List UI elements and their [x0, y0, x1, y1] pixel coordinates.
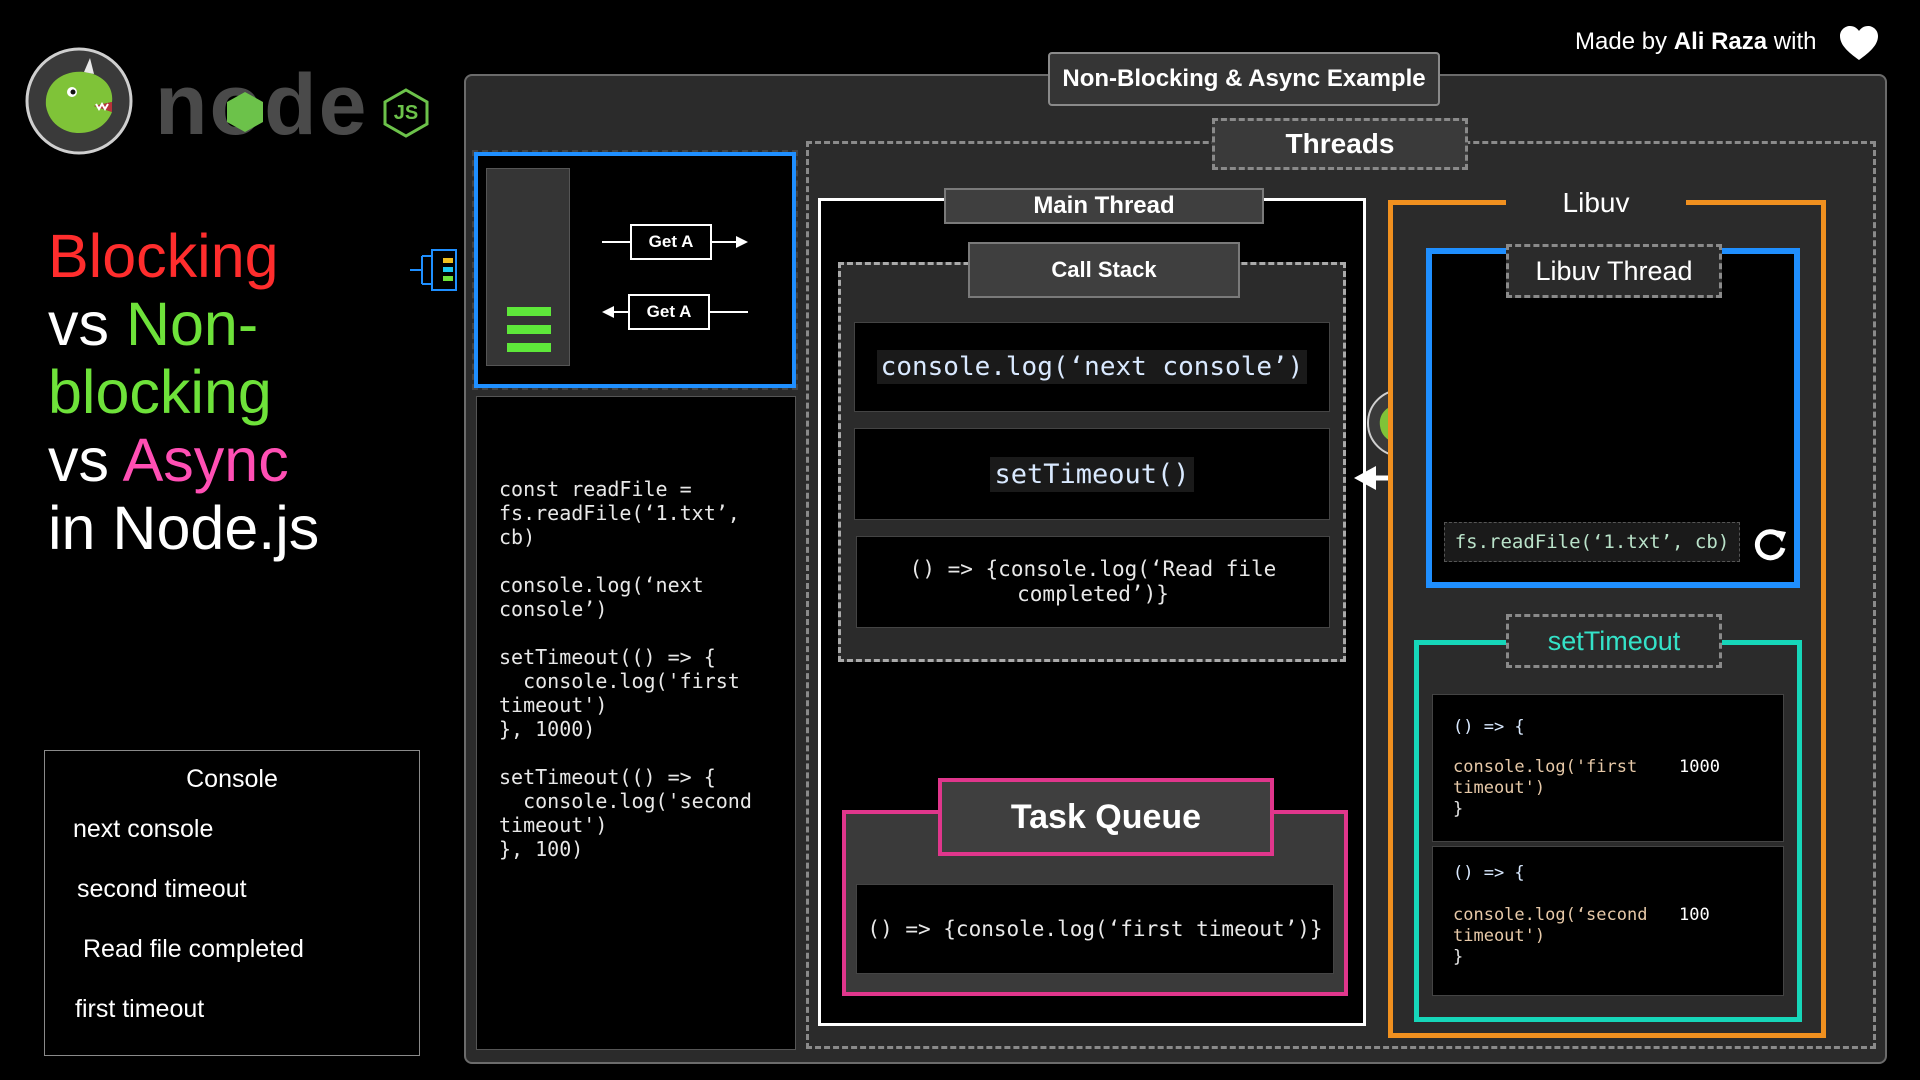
- credit-with: with: [1773, 28, 1817, 55]
- console-line: next console: [73, 815, 214, 843]
- page-title: Blocking vs Non- blocking vs Async in No…: [48, 222, 319, 562]
- dinosaur-mascot-icon: [25, 47, 133, 155]
- code-line: console’): [499, 597, 608, 621]
- code-line: timeout'): [499, 693, 608, 717]
- loop-refresh-icon: [1754, 529, 1786, 561]
- code-line: [499, 741, 752, 765]
- code-line: console.log('first: [499, 669, 740, 693]
- node-logo: node JS: [155, 60, 455, 150]
- diagram-header: Non-Blocking & Async Example: [1048, 52, 1440, 106]
- libuv-label: Libuv: [1506, 176, 1686, 230]
- thread-column: [486, 168, 570, 366]
- thread-bar-icon: [507, 307, 551, 316]
- settimeout-label: setTimeout: [1506, 614, 1722, 668]
- title-vs-1: vs: [48, 290, 126, 358]
- timer-delay: 1000: [1679, 757, 1720, 777]
- libuv-thread-item: fs.readFile(‘1.txt’, cb): [1444, 522, 1740, 562]
- call-stack-frame-text: setTimeout(): [990, 456, 1194, 492]
- title-blocking: Blocking: [48, 222, 279, 290]
- code-line: cb): [499, 525, 536, 549]
- call-stack-frame-text: console.log(‘next console’): [876, 350, 1308, 384]
- credit-author: Ali Raza: [1673, 28, 1768, 55]
- title-nodejs: in Node.js: [48, 494, 320, 562]
- libuv-thread-label: Libuv Thread: [1506, 244, 1722, 298]
- call-stack-frame: setTimeout(): [854, 428, 1330, 520]
- js-badge-text: JS: [393, 101, 419, 124]
- timer-close: }: [1453, 799, 1464, 819]
- credit-made-by: Made by: [1575, 28, 1668, 55]
- code-line: const readFile =: [499, 477, 692, 501]
- timer-open: () => {: [1453, 717, 1525, 737]
- thread-bar-icon: [507, 325, 551, 334]
- console-title: Console: [186, 765, 278, 793]
- code-line: setTimeout(() => {: [499, 765, 716, 789]
- task-queue-label: Task Queue: [938, 778, 1274, 856]
- title-line4: vs Async: [48, 426, 319, 494]
- call-stack-frame: console.log(‘next console’): [854, 322, 1330, 412]
- get-a-response: Get A: [628, 294, 710, 330]
- main-thread-label: Main Thread: [944, 188, 1264, 224]
- timer-delay: 100: [1679, 905, 1710, 925]
- call-stack-frame-text: () => {console.log(‘Read file completed’…: [909, 557, 1277, 606]
- console-panel: Console next console second timeout Read…: [44, 750, 420, 1056]
- call-stack-frame: () => {console.log(‘Read file completed’…: [856, 536, 1330, 628]
- task-queue-item: () => {console.log(‘first timeout’)}: [856, 884, 1334, 974]
- credit: Made by Ali Raza with: [1575, 28, 1816, 56]
- connector-icon: [410, 249, 457, 291]
- timer-close: }: [1453, 947, 1464, 967]
- js-hexagon-icon: [383, 88, 429, 138]
- code-line: }, 100): [499, 837, 584, 861]
- code-line: }, 1000): [499, 717, 596, 741]
- code-line: timeout'): [499, 813, 608, 837]
- timer-body: console.log('first timeout'): [1453, 757, 1638, 798]
- title-line2: vs Non-: [48, 290, 319, 358]
- timer-entry: () => { console.log(‘second timeout') } …: [1432, 846, 1784, 996]
- code-panel: const readFile =fs.readFile(‘1.txt’,cb) c…: [476, 396, 796, 1050]
- title-async: Async: [122, 426, 289, 494]
- libuv-thread-item-text: fs.readFile(‘1.txt’, cb): [1454, 531, 1730, 553]
- code-line: console.log('second: [499, 789, 752, 813]
- node-hexagon-icon: [227, 92, 263, 132]
- title-blocking-2: blocking: [48, 358, 272, 426]
- console-line: second timeout: [77, 875, 247, 903]
- timer-entry: () => { console.log('first timeout') } 1…: [1432, 694, 1784, 842]
- call-stack-label: Call Stack: [968, 242, 1240, 298]
- code-line: [499, 621, 752, 645]
- timer-body: console.log(‘second timeout'): [1453, 905, 1648, 946]
- title-vs-2: vs: [48, 426, 123, 494]
- title-non: Non-: [125, 290, 259, 358]
- get-a-request: Get A: [630, 224, 712, 260]
- code-line: setTimeout(() => {: [499, 645, 716, 669]
- timer-open: () => {: [1453, 863, 1525, 883]
- code-line: fs.readFile(‘1.txt’,: [499, 501, 740, 525]
- heart-icon: [1840, 26, 1878, 60]
- threads-label: Threads: [1212, 118, 1468, 170]
- source-code: const readFile =fs.readFile(‘1.txt’,cb) c…: [499, 477, 752, 861]
- thread-bar-icon: [507, 343, 551, 352]
- console-line: Read file completed: [83, 935, 304, 963]
- code-line: [499, 549, 752, 573]
- code-line: console.log(‘next: [499, 573, 704, 597]
- js-badge: JS: [383, 88, 429, 138]
- console-line: first timeout: [75, 995, 205, 1023]
- task-queue-item-text: () => {console.log(‘first timeout’)}: [867, 917, 1323, 941]
